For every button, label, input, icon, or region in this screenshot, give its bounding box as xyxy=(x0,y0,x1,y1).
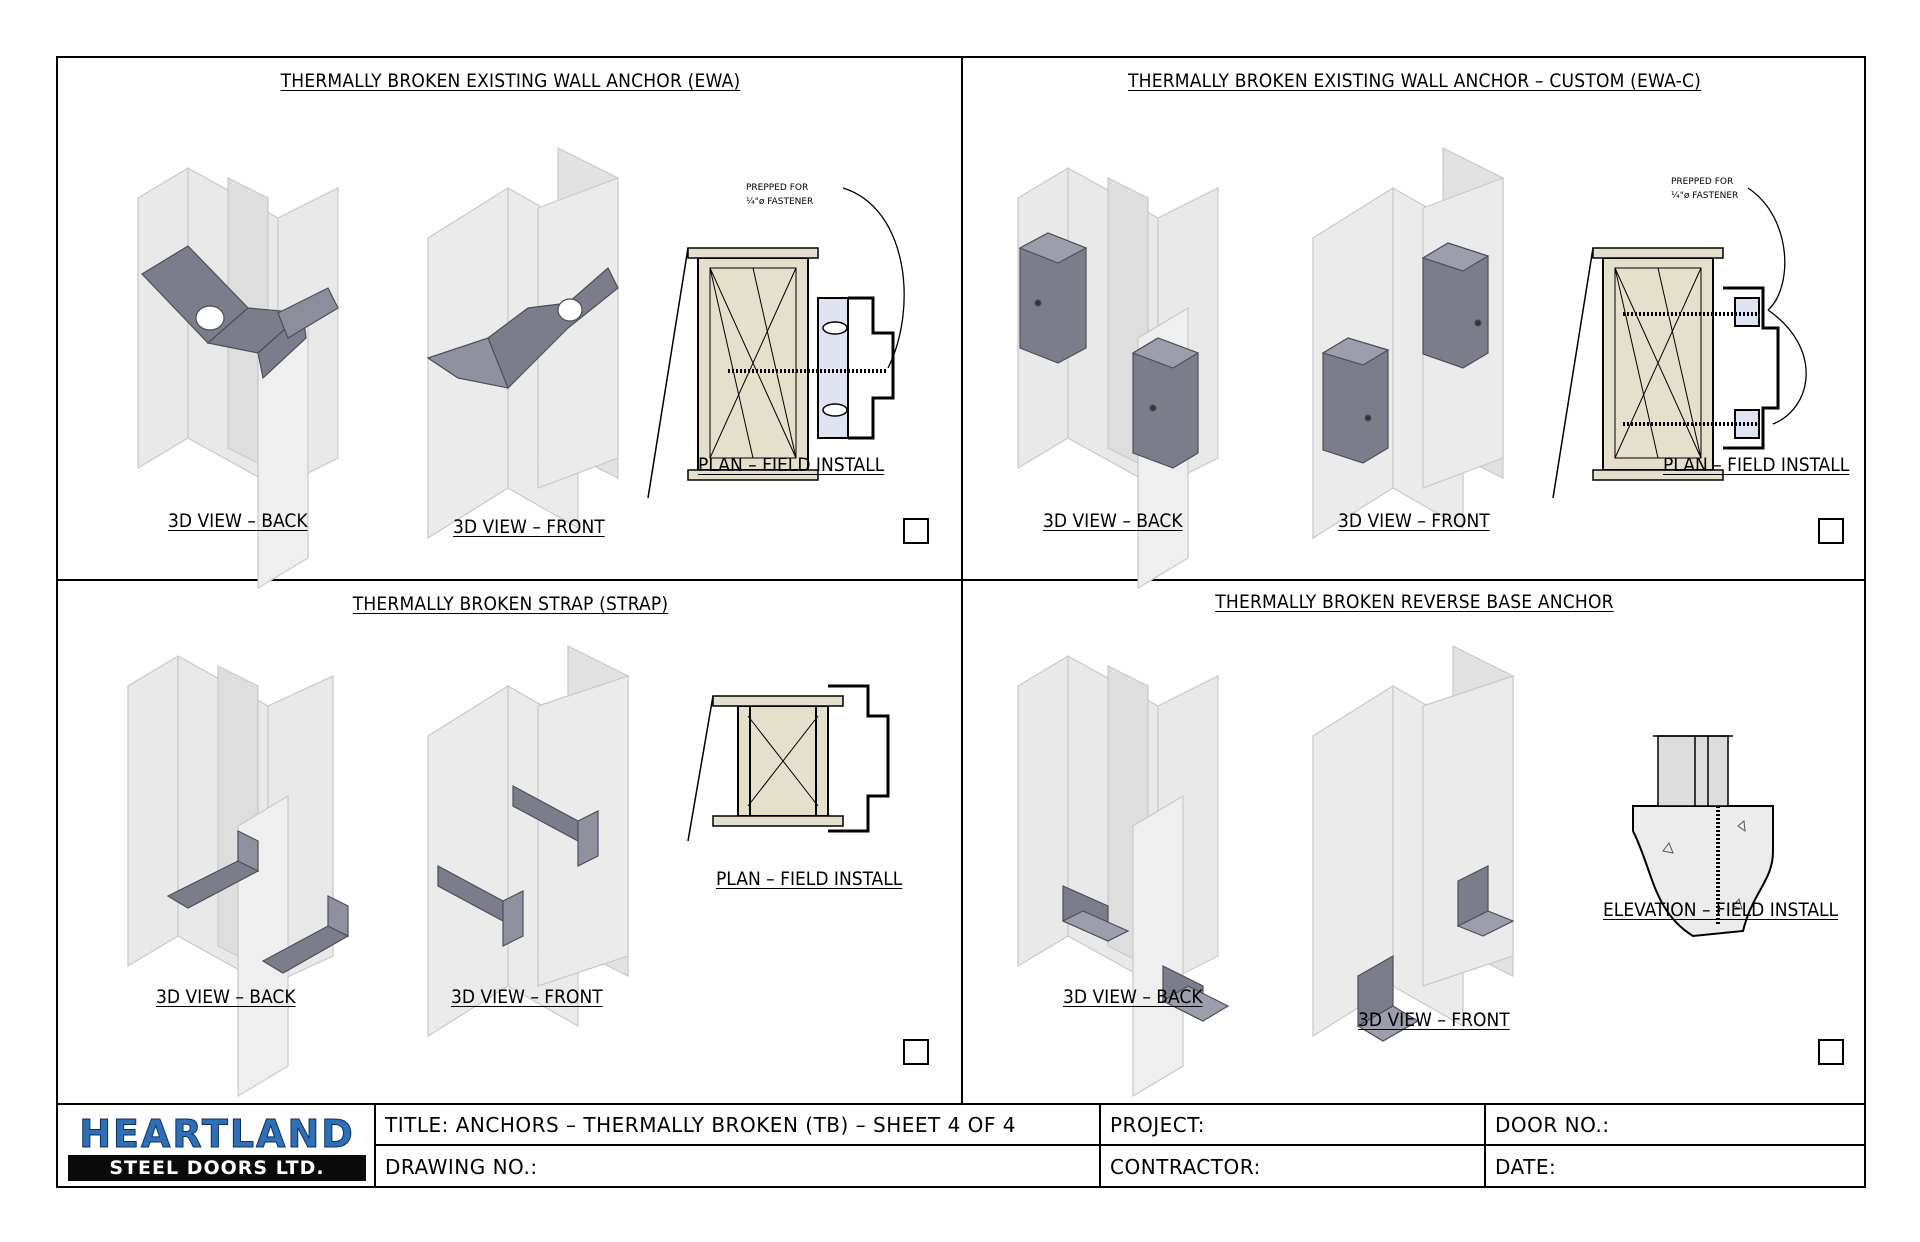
panel-ewa-c: THERMALLY BROKEN EXISTING WALL ANCHOR – … xyxy=(963,58,1866,590)
view-label-front: 3D VIEW – FRONT xyxy=(453,516,605,538)
company-logo: HEARTLAND STEEL DOORS LTD. xyxy=(58,1105,376,1188)
view-label-back: 3D VIEW – BACK xyxy=(1063,986,1203,1008)
panel-title: THERMALLY BROKEN STRAP (STRAP) xyxy=(352,593,669,615)
project-label: PROJECT: xyxy=(1110,1112,1205,1137)
door-no-field[interactable]: DOOR NO.: xyxy=(1486,1105,1864,1146)
panel-title: THERMALLY BROKEN REVERSE BASE ANCHOR xyxy=(1215,591,1614,613)
title-text: TITLE: ANCHORS – THERMALLY BROKEN (TB) –… xyxy=(385,1112,1017,1137)
ewa-c-3d-back-figure xyxy=(1017,166,1219,590)
door-no-label: DOOR NO.: xyxy=(1495,1112,1610,1137)
project-field[interactable]: PROJECT: xyxy=(1101,1105,1486,1146)
ewa-c-3d-front-figure xyxy=(1312,147,1504,540)
ewa-3d-front-figure xyxy=(426,147,619,540)
panel-ewa: THERMALLY BROKEN EXISTING WALL ANCHOR (E… xyxy=(58,58,963,590)
view-label-back: 3D VIEW – BACK xyxy=(156,986,296,1008)
view-label-front: 3D VIEW – FRONT xyxy=(1338,510,1490,532)
view-label-front: 3D VIEW – FRONT xyxy=(451,986,603,1008)
contractor-label: CONTRACTOR: xyxy=(1110,1155,1261,1179)
title-field: TITLE: ANCHORS – THERMALLY BROKEN (TB) –… xyxy=(376,1105,1101,1146)
view-label-elevation: ELEVATION – FIELD INSTALL xyxy=(1603,899,1839,921)
drawing-no-field[interactable]: DRAWING NO.: xyxy=(376,1146,1101,1188)
panel-reverse-base-anchor: THERMALLY BROKEN REVERSE BASE ANCHOR 3D … xyxy=(963,581,1866,1103)
drawing-sheet: THERMALLY BROKEN EXISTING WALL ANCHOR (E… xyxy=(56,56,1866,1188)
view-label-plan: PLAN – FIELD INSTALL xyxy=(1663,454,1850,476)
strap-3d-back-figure xyxy=(127,654,350,1098)
ewa-c-plan-figure: PREPPED FOR ¼"ø FASTENER xyxy=(1552,177,1807,499)
logo-subtitle: STEEL DOORS LTD. xyxy=(68,1155,366,1181)
contractor-field[interactable]: CONTRACTOR: xyxy=(1101,1146,1486,1188)
approval-checkbox[interactable] xyxy=(1818,518,1844,544)
drawing-no-label: DRAWING NO.: xyxy=(385,1155,538,1179)
callout-line2: ¼"ø FASTENER xyxy=(746,197,813,207)
view-label-front: 3D VIEW – FRONT xyxy=(1358,1009,1510,1031)
view-label-back: 3D VIEW – BACK xyxy=(1043,510,1183,532)
panel-title: THERMALLY BROKEN EXISTING WALL ANCHOR (E… xyxy=(280,70,741,92)
ewa-plan-figure: PREPPED FOR ¼"ø FASTENER xyxy=(647,183,905,499)
view-label-back: 3D VIEW – BACK xyxy=(168,510,308,532)
approval-checkbox[interactable] xyxy=(903,518,929,544)
logo-wordmark: HEARTLAND xyxy=(79,1112,355,1156)
rba-elevation-figure xyxy=(1632,735,1774,938)
rba-3d-back-figure xyxy=(1017,654,1230,1098)
strap-3d-front-figure xyxy=(427,645,629,1038)
date-field[interactable]: DATE: xyxy=(1486,1146,1864,1188)
view-label-plan: PLAN – FIELD INSTALL xyxy=(698,454,885,476)
panel-title: THERMALLY BROKEN EXISTING WALL ANCHOR – … xyxy=(1128,70,1701,92)
callout-line1: PREPPED FOR xyxy=(1671,177,1733,187)
panel-strap: THERMALLY BROKEN STRAP (STRAP) 3D VIEW –… xyxy=(58,581,963,1103)
title-block: HEARTLAND STEEL DOORS LTD. TITLE: ANCHOR… xyxy=(58,1103,1864,1188)
callout-line1: PREPPED FOR xyxy=(746,183,808,193)
rba-3d-front-figure xyxy=(1312,645,1515,1042)
view-label-plan: PLAN – FIELD INSTALL xyxy=(716,868,903,890)
approval-checkbox[interactable] xyxy=(903,1039,929,1065)
date-label: DATE: xyxy=(1495,1155,1557,1179)
ewa-3d-back-figure xyxy=(137,166,339,590)
callout-line2: ¼"ø FASTENER xyxy=(1671,191,1738,201)
approval-checkbox[interactable] xyxy=(1818,1039,1844,1065)
strap-plan-figure xyxy=(687,684,890,842)
